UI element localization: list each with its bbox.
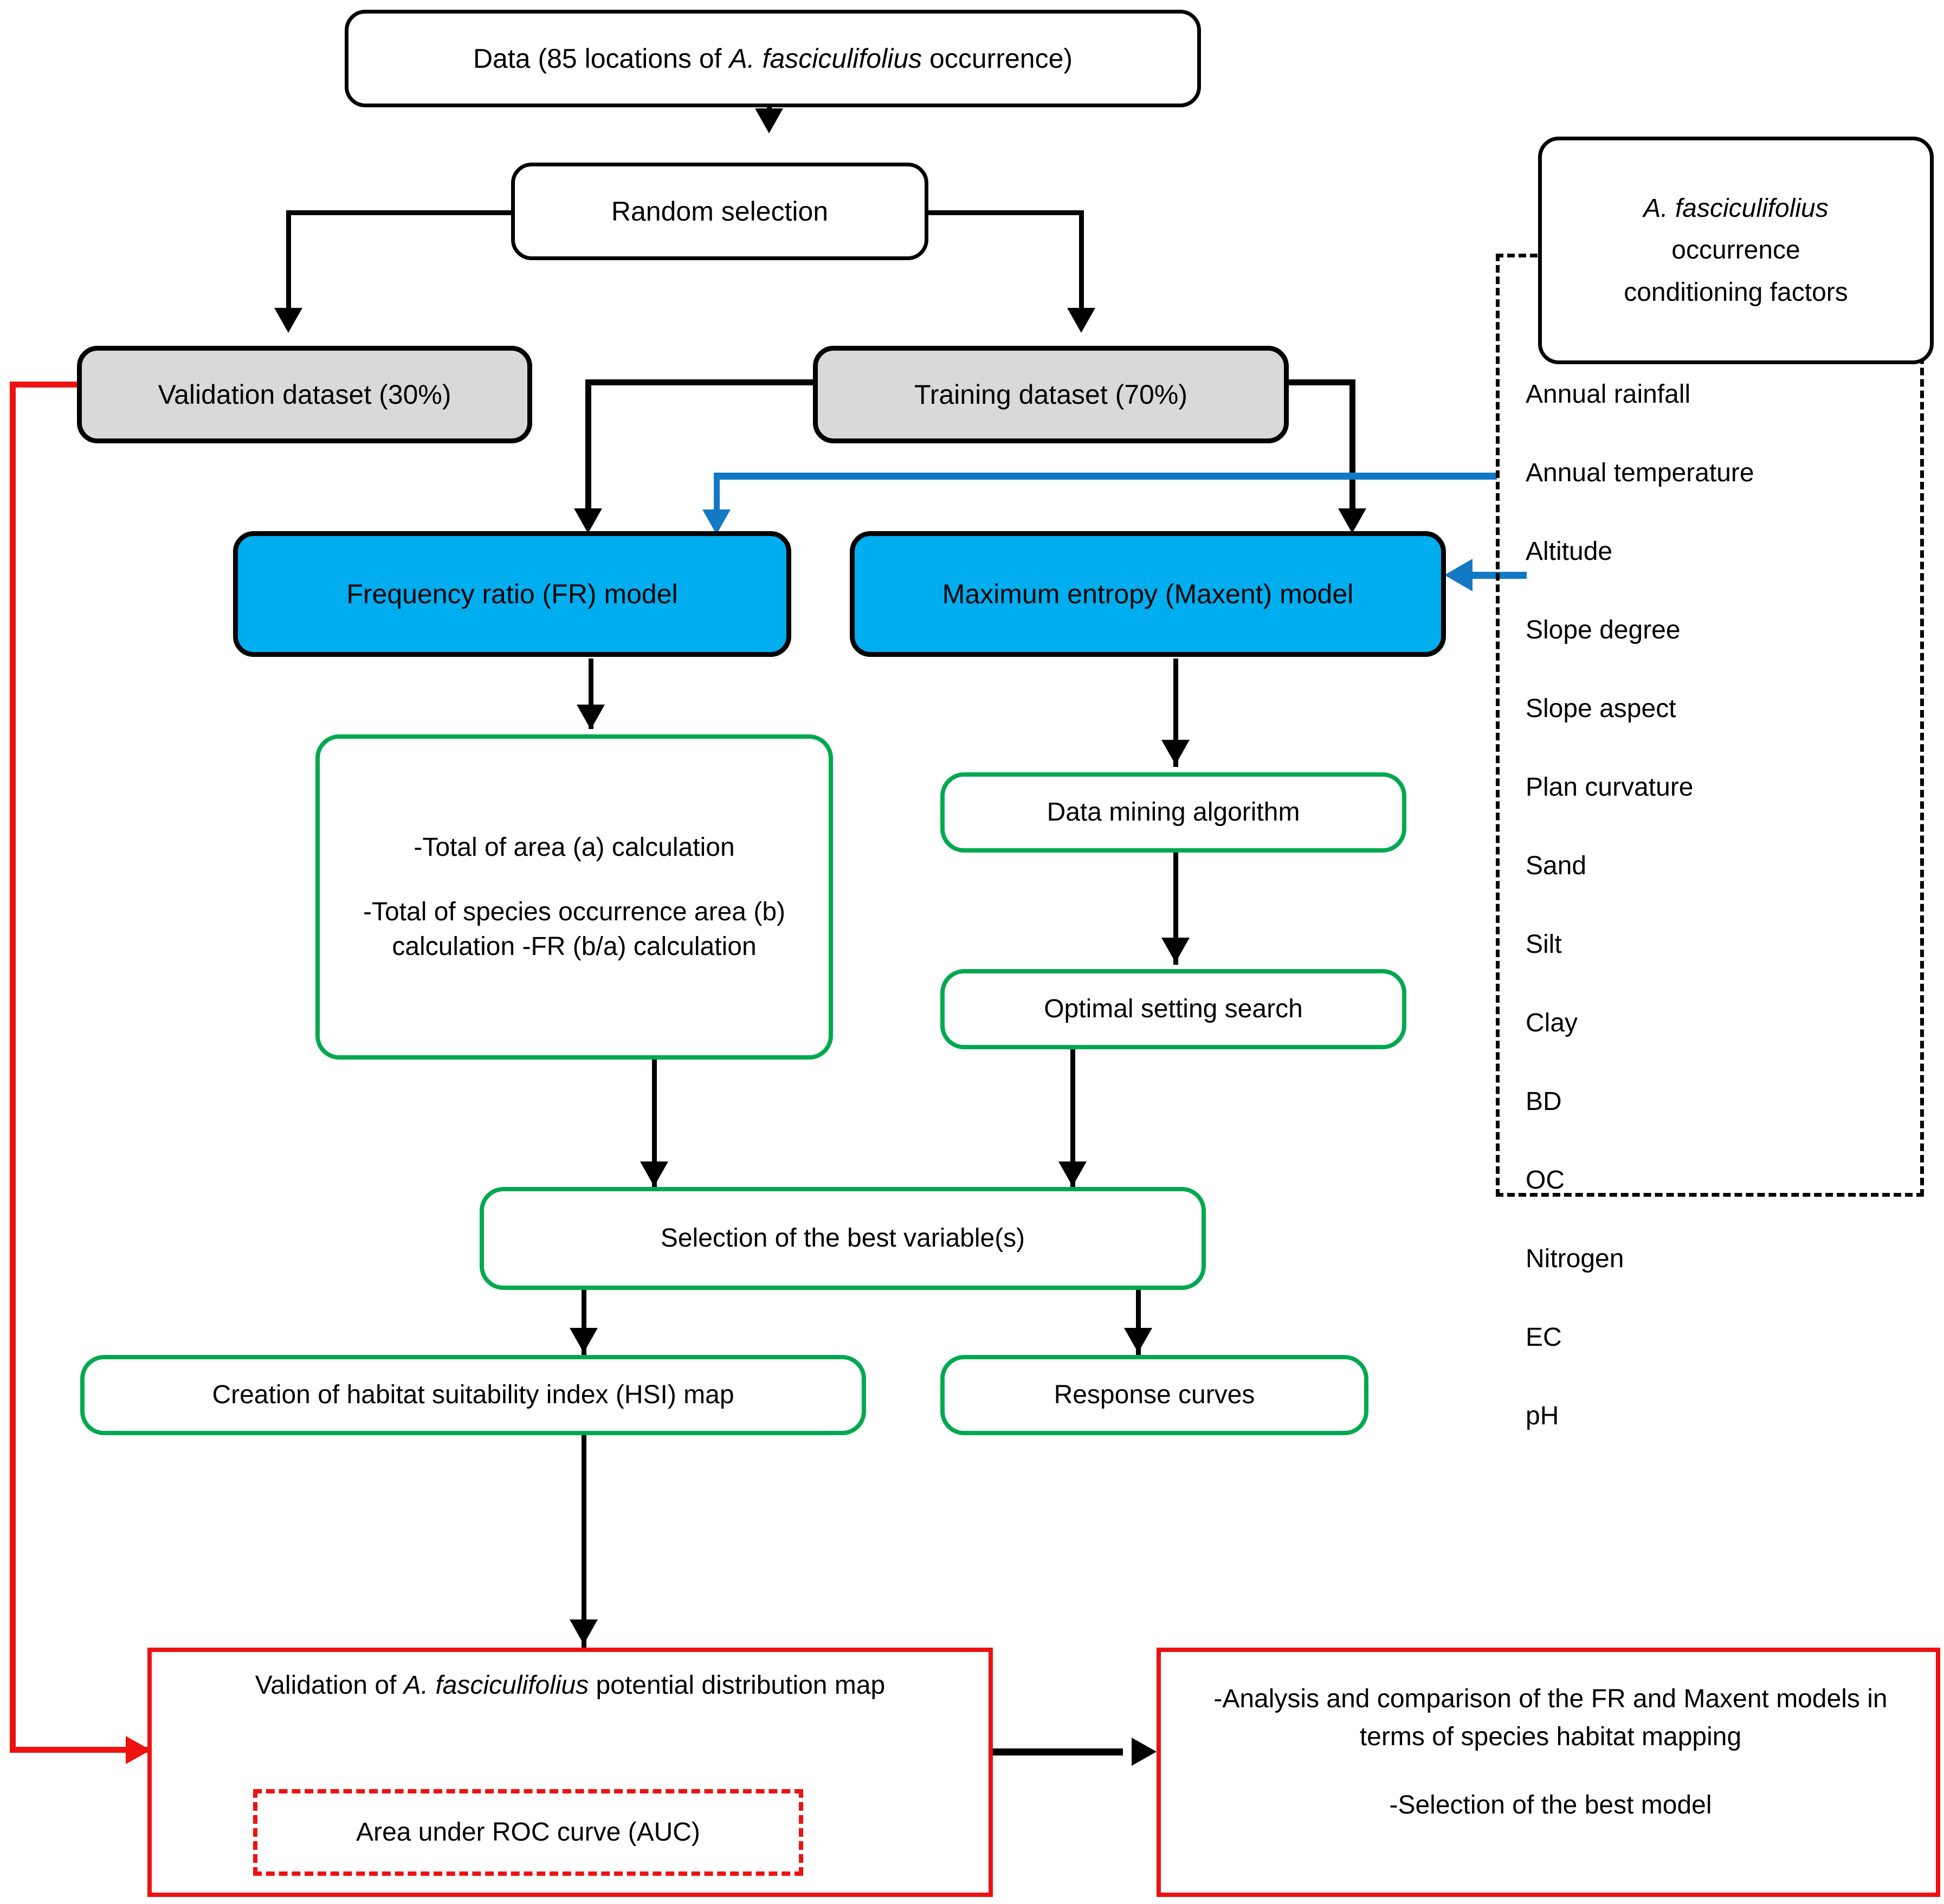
node-fr-calculation-line1: -Total of area (a) calculation bbox=[414, 832, 735, 862]
factor-item-ec: EC bbox=[1526, 1323, 1562, 1352]
arrowhead-factors-to-maxent bbox=[1444, 559, 1472, 591]
connector-maxent-to-mining bbox=[1173, 659, 1178, 767]
factor-item-altitude: Altitude bbox=[1526, 537, 1613, 566]
node-data-label-end: occurrence) bbox=[922, 43, 1073, 74]
factor-item-plan-curvature: Plan curvature bbox=[1526, 773, 1694, 802]
node-training-dataset[interactable]: Training dataset (70%) bbox=[813, 346, 1289, 443]
node-best-variables[interactable]: Selection of the best variable(s) bbox=[480, 1187, 1206, 1290]
node-validation-box-text: Validation of A. fasciculifolius potenti… bbox=[152, 1652, 989, 1703]
node-data-label: Data (85 locations of bbox=[473, 43, 729, 74]
node-data-species: A. fasciculifolius bbox=[729, 43, 922, 74]
node-fr-calculation[interactable]: -Total of area (a) calculation -Total of… bbox=[315, 734, 833, 1060]
node-fr-model-label: Frequency ratio (FR) model bbox=[346, 579, 678, 609]
node-response-curves[interactable]: Response curves bbox=[940, 1355, 1368, 1435]
node-random-selection-label: Random selection bbox=[611, 196, 829, 227]
node-auc-label: Area under ROC curve (AUC) bbox=[356, 1818, 700, 1847]
arrowhead-validation-to-comparison bbox=[1132, 1738, 1157, 1766]
connector-best-to-response bbox=[1136, 1289, 1141, 1357]
connector-fr-to-calc bbox=[589, 659, 593, 729]
factor-item-silt: Silt bbox=[1526, 930, 1562, 959]
connector-random-right-h bbox=[921, 210, 1084, 215]
node-training-dataset-label: Training dataset (70%) bbox=[914, 379, 1187, 410]
node-optimal-setting[interactable]: Optimal setting search bbox=[940, 969, 1406, 1049]
factors-header-line3: conditioning factors bbox=[1624, 277, 1848, 307]
factor-item-slope-aspect: Slope aspect bbox=[1526, 694, 1676, 723]
factor-item-ph: pH bbox=[1526, 1402, 1559, 1430]
node-best-variables-label: Selection of the best variable(s) bbox=[660, 1224, 1025, 1253]
node-conditioning-factors-header[interactable]: A. fasciculifolius occurrence conditioni… bbox=[1538, 137, 1934, 364]
connector-random-left-v bbox=[286, 210, 291, 316]
node-random-selection[interactable]: Random selection bbox=[511, 163, 928, 260]
connector-red-bottom-h bbox=[10, 1747, 148, 1753]
connector-training-to-fr-v bbox=[585, 379, 591, 515]
connector-random-left-h bbox=[286, 210, 514, 215]
node-comparison-line2: -Selection of the best model bbox=[1389, 1791, 1712, 1820]
connector-factors-to-fr-h bbox=[714, 473, 1497, 480]
node-validation-box-label-start: Validation of bbox=[255, 1671, 404, 1700]
node-maxent-model-label: Maximum entropy (Maxent) model bbox=[942, 579, 1354, 609]
connector-random-right-v bbox=[1079, 210, 1084, 316]
arrowhead-hsi-to-validation bbox=[570, 1619, 598, 1644]
factor-item-sand: Sand bbox=[1526, 851, 1587, 880]
node-comparison-box[interactable]: -Analysis and comparison of the FR and M… bbox=[1157, 1648, 1940, 1897]
arrowhead-best-to-hsi bbox=[570, 1328, 598, 1353]
node-fr-calculation-line2: -Total of species occurrence area (b) ca… bbox=[363, 898, 785, 961]
node-optimal-setting-label: Optimal setting search bbox=[1044, 995, 1303, 1024]
connector-mining-to-optimal bbox=[1173, 851, 1178, 965]
connector-training-to-fr-h bbox=[585, 379, 813, 385]
factor-item-nitrogen: Nitrogen bbox=[1526, 1244, 1624, 1273]
node-fr-model[interactable]: Frequency ratio (FR) model bbox=[233, 531, 791, 657]
connector-training-to-maxent-v bbox=[1349, 379, 1355, 515]
connector-factors-to-fr-v bbox=[714, 473, 720, 516]
arrowhead-training-to-maxent bbox=[1338, 508, 1366, 533]
node-data[interactable]: Data (85 locations of A. fasciculifolius… bbox=[345, 10, 1201, 107]
connector-validation-dataset-red-h bbox=[10, 382, 80, 388]
connector-red-left-v bbox=[10, 382, 16, 1753]
arrowhead-maxent-to-mining bbox=[1161, 740, 1190, 765]
node-validation-dataset-label: Validation dataset (30%) bbox=[158, 379, 451, 410]
node-response-curves-label: Response curves bbox=[1054, 1380, 1255, 1410]
connector-validation-to-comparison bbox=[993, 1748, 1123, 1755]
factor-item-oc: OC bbox=[1526, 1166, 1565, 1195]
arrowhead-fr-to-calc bbox=[577, 705, 605, 730]
factors-header-species: A. fasciculifolius bbox=[1643, 193, 1829, 223]
node-validation-box[interactable]: Validation of A. fasciculifolius potenti… bbox=[147, 1648, 993, 1897]
arrowhead-optimal-to-best bbox=[1058, 1161, 1087, 1186]
factor-item-annual-temperature: Annual temperature bbox=[1526, 459, 1754, 487]
factors-header-line2: occurrence bbox=[1671, 236, 1800, 265]
node-hsi-map-label: Creation of habitat suitability index (H… bbox=[212, 1380, 734, 1410]
arrowhead-red-to-validation-box bbox=[126, 1736, 151, 1764]
node-data-mining-label: Data mining algorithm bbox=[1047, 798, 1300, 827]
factor-item-annual-rainfall: Annual rainfall bbox=[1526, 380, 1691, 409]
factor-item-clay: Clay bbox=[1526, 1009, 1578, 1037]
node-validation-dataset[interactable]: Validation dataset (30%) bbox=[77, 346, 532, 443]
node-data-mining[interactable]: Data mining algorithm bbox=[940, 772, 1406, 853]
node-validation-box-species: A. fasciculifolius bbox=[403, 1671, 589, 1700]
arrowhead-mining-to-optimal bbox=[1161, 938, 1190, 963]
connector-calc-to-best bbox=[652, 1060, 657, 1190]
factor-item-slope-degree: Slope degree bbox=[1526, 616, 1681, 644]
arrowhead-factors-to-fr bbox=[702, 509, 731, 534]
arrowhead-data-to-random bbox=[755, 108, 783, 133]
factor-item-bd: BD bbox=[1526, 1087, 1562, 1116]
node-hsi-map[interactable]: Creation of habitat suitability index (H… bbox=[80, 1355, 866, 1435]
arrowhead-calc-to-best bbox=[640, 1161, 668, 1186]
node-auc-box[interactable]: Area under ROC curve (AUC) bbox=[253, 1789, 803, 1876]
connector-best-to-hsi bbox=[582, 1289, 586, 1357]
connector-hsi-to-validation bbox=[582, 1431, 586, 1648]
arrowhead-best-to-response bbox=[1124, 1328, 1152, 1353]
arrowhead-training-to-fr bbox=[574, 508, 602, 533]
node-maxent-model[interactable]: Maximum entropy (Maxent) model bbox=[850, 531, 1446, 657]
connector-optimal-to-best bbox=[1070, 1049, 1075, 1190]
node-validation-box-label-end: potential distribution map bbox=[589, 1671, 886, 1700]
arrowhead-random-to-validation bbox=[274, 308, 302, 333]
arrowhead-random-to-training bbox=[1067, 308, 1095, 333]
node-comparison-line1: -Analysis and comparison of the FR and M… bbox=[1213, 1684, 1888, 1751]
